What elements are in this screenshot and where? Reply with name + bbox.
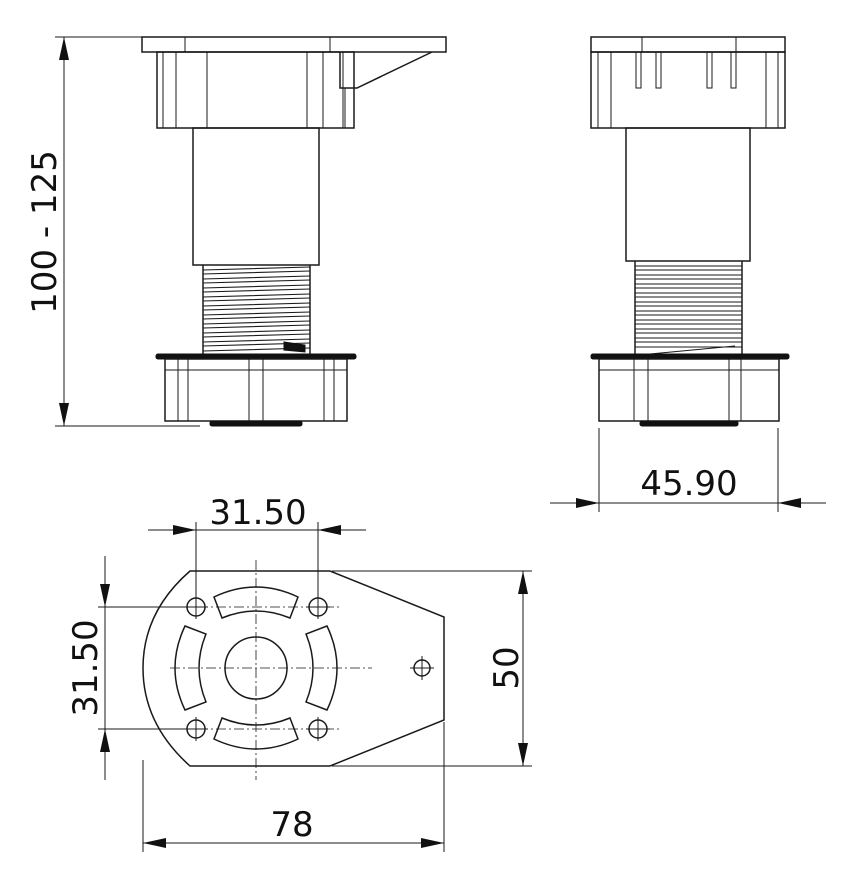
plate-height-dimension: 50 — [332, 570, 532, 767]
side-view — [590, 36, 790, 427]
width-dimension: 45.90 — [550, 428, 826, 512]
plate-length-dimension: 78 — [142, 722, 445, 852]
hole-spacing-v-dimension: 31.50 — [66, 556, 188, 780]
dim-plate-height: 50 — [487, 646, 527, 689]
dim-hole-spacing-h: 31.50 — [209, 493, 306, 533]
height-dimension: 100 - 125 — [25, 36, 200, 427]
front-thread — [202, 265, 311, 355]
dim-base-width: 45.90 — [640, 464, 737, 504]
dim-plate-length: 78 — [270, 805, 313, 845]
front-view — [141, 36, 447, 427]
top-view — [142, 560, 445, 780]
hole-spacing-h-dimension: 31.50 — [148, 493, 366, 598]
dim-hole-spacing-v: 31.50 — [66, 619, 106, 716]
dim-height-range: 100 - 125 — [25, 150, 65, 314]
side-thread — [634, 261, 743, 355]
